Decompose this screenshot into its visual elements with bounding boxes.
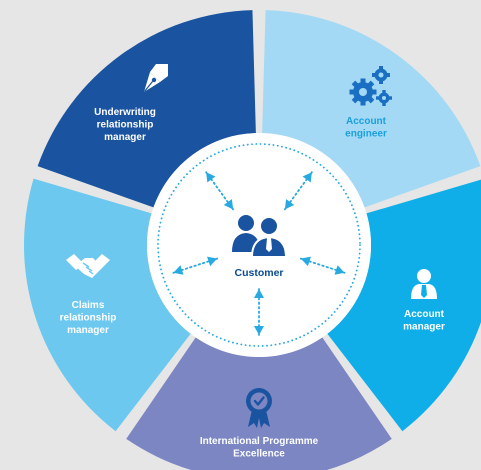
segment-underwriting-label-line: relationship: [97, 120, 154, 131]
double-arrow: [172, 256, 219, 275]
double-arrow: [283, 171, 313, 211]
segment-account-manager-label-line: manager: [403, 322, 445, 333]
pen-nib-icon: [144, 64, 168, 92]
segment-account-engineer-label-line: Account: [346, 116, 387, 127]
segment-claims-label-line: relationship: [60, 313, 117, 324]
segment-account-engineer-label-line: engineer: [345, 129, 387, 140]
double-arrow: [205, 171, 235, 211]
double-arrow: [254, 288, 264, 336]
handshake-icon: [66, 254, 110, 278]
arrow-head: [334, 265, 345, 275]
manager-person-icon: [411, 269, 437, 299]
segment-claims-label-line: manager: [67, 325, 109, 336]
arrow-head: [254, 289, 264, 298]
arrow-head: [254, 326, 264, 335]
segment-account-manager-label: Account manager: [403, 309, 445, 333]
segment-account-engineer-wedge: [262, 10, 481, 208]
arrow-head: [300, 256, 311, 267]
segment-underwriting-label-line: Underwriting: [94, 107, 156, 118]
gears-icon: [349, 66, 392, 106]
arrow-head: [207, 256, 218, 267]
arrow-head: [302, 172, 312, 183]
segment-account-manager: Account manager: [327, 179, 481, 432]
segment-account-engineer-label: Account engineer: [345, 116, 387, 140]
arrow-head: [206, 172, 216, 183]
segment-underwriting-label-line: manager: [104, 132, 146, 143]
segment-underwriting-wedge: [37, 10, 256, 208]
center-label: Customer: [234, 267, 283, 279]
segment-account-manager-label-line: Account: [404, 309, 445, 320]
segment-claims-label-line: Claims: [72, 300, 105, 311]
segment-international-label-line: Excellence: [233, 449, 285, 460]
arrow-head: [223, 199, 234, 210]
segment-claims-wedge: [23, 178, 191, 432]
award-ribbon-icon: [246, 388, 272, 428]
arrow-head: [284, 199, 295, 210]
segment-account-manager-wedge: [327, 179, 481, 432]
arrow-head: [173, 265, 184, 275]
dotted-ring: [157, 143, 361, 347]
segment-international-label-line: International Programme: [200, 436, 319, 447]
arrow-group: [172, 171, 346, 336]
customer-group-icon: [232, 215, 288, 258]
segment-account-engineer: Account engineer: [262, 10, 481, 208]
double-arrow: [299, 256, 346, 275]
